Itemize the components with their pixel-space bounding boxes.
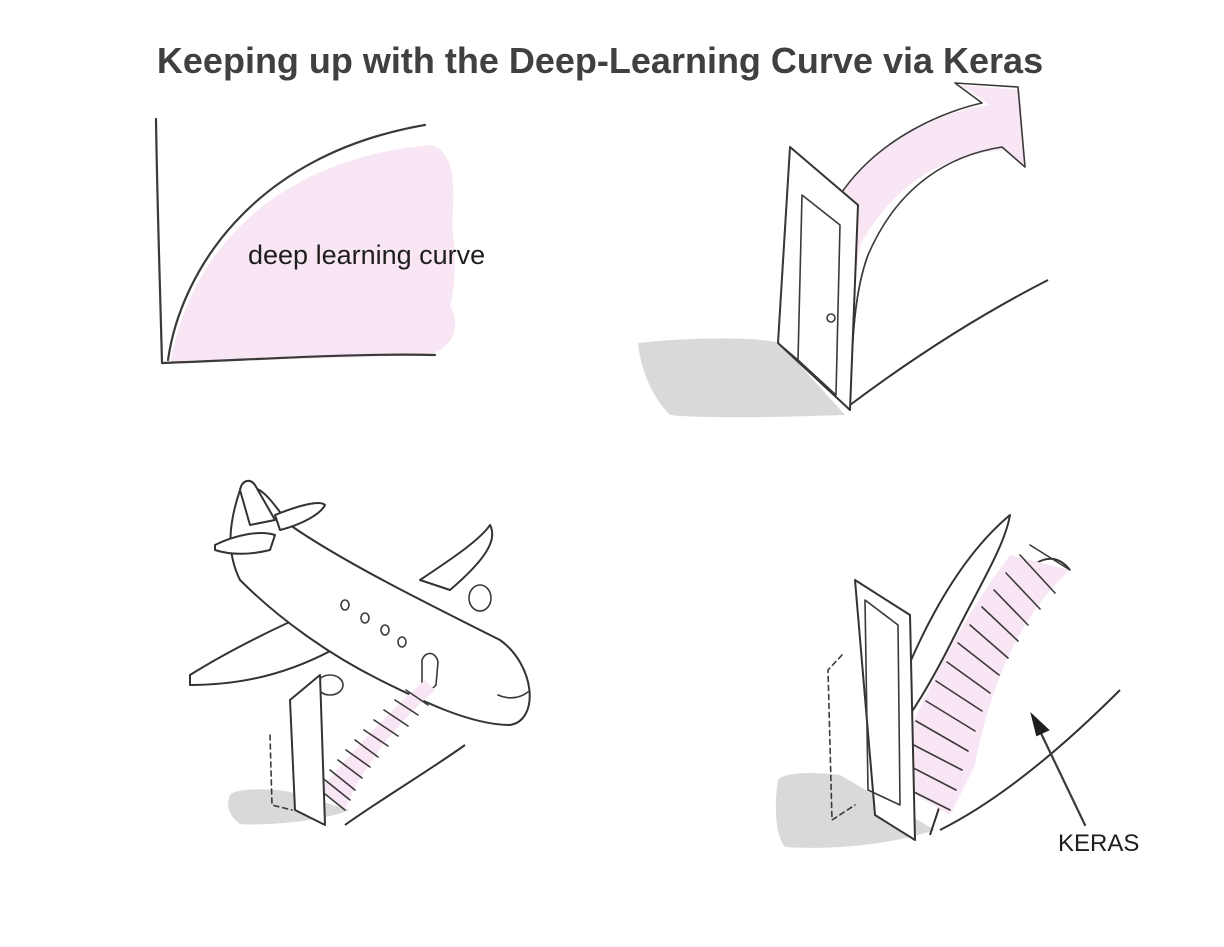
steps-lines: [889, 544, 1071, 811]
y-axis-line: [154, 117, 164, 365]
tail-fin: [239, 479, 276, 526]
panel-stairs-keras: [770, 505, 1170, 865]
window-3: [380, 624, 390, 636]
panel-door-arrow: [630, 75, 1070, 435]
stairs-shadow: [775, 772, 935, 848]
dashed-door: [827, 654, 856, 821]
stairs-sketch: [775, 514, 1121, 848]
stairs-wall: [344, 744, 466, 826]
panel-airplane: [180, 470, 550, 840]
door-panel: [797, 194, 841, 396]
learning-curve-line: [166, 123, 427, 362]
stairs-steps: [319, 689, 429, 811]
panel-learning-curve: [130, 105, 490, 385]
door-arrow-sketch: [638, 82, 1049, 418]
inner-wing: [887, 514, 1011, 736]
arrow-fill: [840, 85, 1025, 315]
tail-stabilizer-right: [274, 502, 326, 531]
tail-stabilizer: [214, 532, 276, 555]
stairs-door-dashed: [269, 734, 293, 811]
window-4: [397, 636, 407, 648]
stairs-opening: [864, 599, 901, 806]
keras-arrow-head: [1030, 711, 1050, 737]
fuselage: [229, 486, 531, 726]
airplane-sketch: [189, 479, 531, 826]
engine-right: [468, 584, 492, 612]
diagram-title: Keeping up with the Deep-Learning Curve …: [156, 40, 1044, 81]
door-line: [777, 146, 799, 361]
window-2: [360, 612, 370, 624]
cockpit-line: [497, 691, 529, 699]
x-axis-line: [160, 353, 437, 365]
door-wall: [849, 279, 1049, 406]
door-knob-icon: [826, 313, 836, 323]
keras-arrow-line: [1036, 725, 1087, 827]
stairs-steps-fill: [320, 680, 435, 810]
curve-label: deep learning curve: [248, 240, 486, 270]
stairs-frame: [289, 674, 326, 826]
outer-wall: [939, 689, 1121, 831]
keras-label: KERAS: [1058, 830, 1140, 857]
wing-right: [419, 524, 494, 591]
window-1: [340, 599, 350, 611]
curve-fill: [170, 145, 456, 363]
learning-curve-sketch: [154, 117, 456, 365]
